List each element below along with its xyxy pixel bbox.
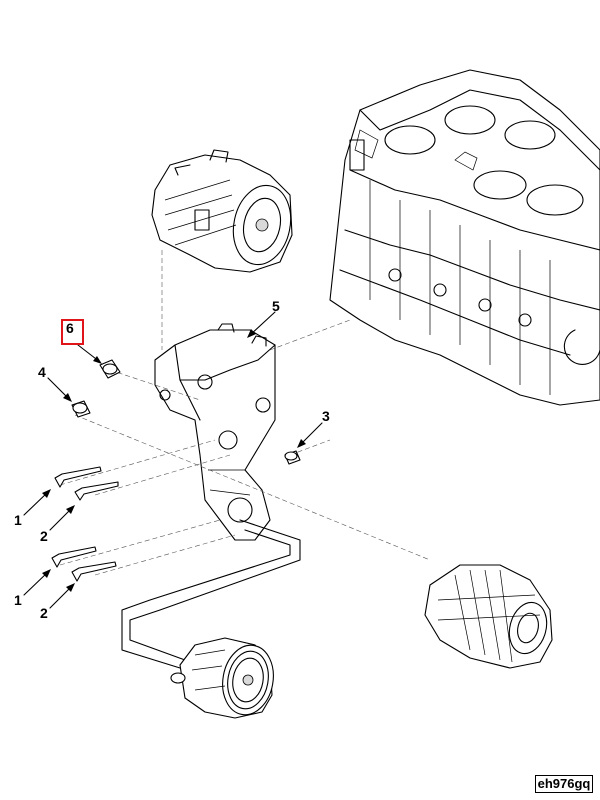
engine-block-icon [329, 69, 600, 406]
highlight-box [61, 319, 84, 345]
figure-id-label: eh976gq [535, 775, 593, 793]
callout-leaders [23, 311, 323, 609]
callout-1-lower: 1 [14, 592, 22, 608]
ac-compressor-icon [151, 149, 293, 273]
callout-2-upper: 2 [40, 528, 48, 544]
callout-3: 3 [322, 408, 330, 424]
dowel-sleeve-icon [71, 359, 301, 465]
power-steering-pump-icon [170, 637, 274, 719]
callout-6: 6 [66, 320, 74, 336]
callout-1-upper: 1 [14, 512, 22, 528]
mounting-bracket-icon [154, 323, 276, 541]
bolt-icon [51, 466, 119, 582]
callout-2-lower: 2 [40, 605, 48, 621]
callout-4: 4 [38, 364, 46, 380]
callout-5: 5 [272, 298, 280, 314]
generator-icon [424, 564, 553, 669]
